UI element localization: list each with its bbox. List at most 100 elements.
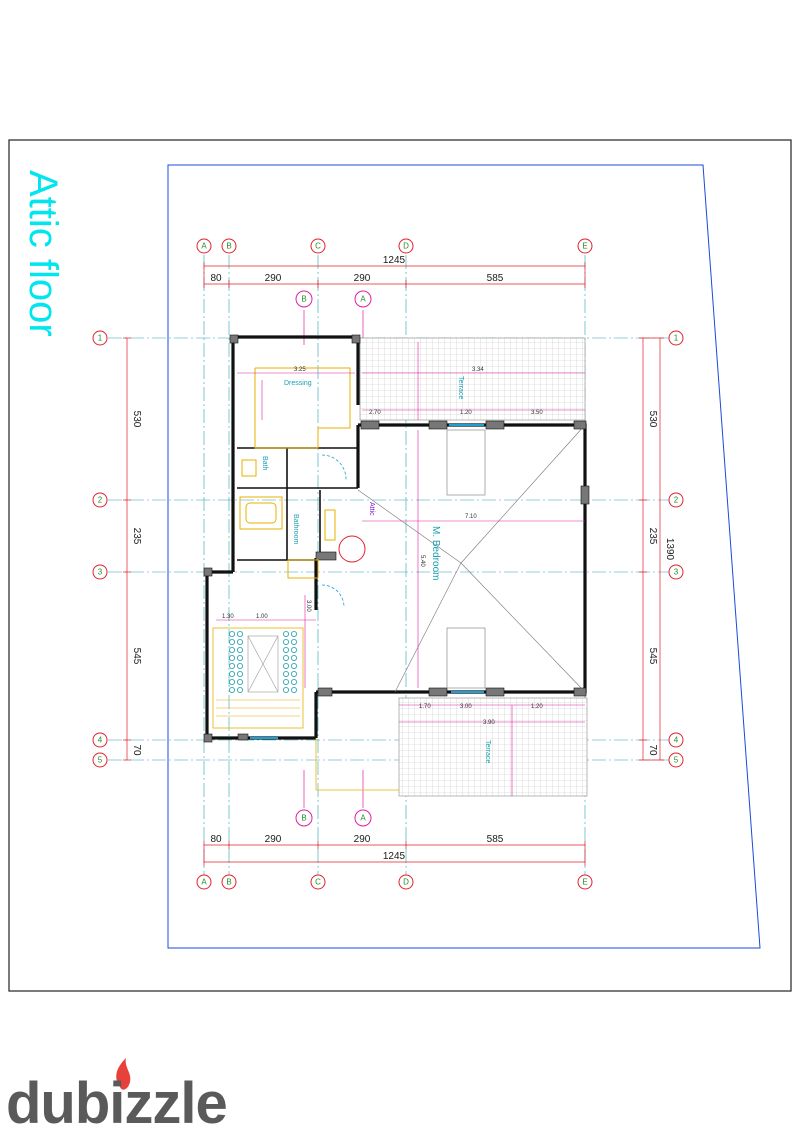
dim-top-4: 585: [487, 273, 504, 284]
grid-bubble-1-right: 1: [668, 330, 684, 346]
inner-dim-3: 7.10: [465, 514, 477, 520]
grid-bubble-3-right: 3: [668, 564, 684, 580]
stair-tread-marker: [290, 679, 297, 686]
section-mark-B-bottom: B: [295, 809, 313, 827]
stair-tread-marker: [236, 679, 243, 686]
svg-text:4: 4: [674, 736, 679, 745]
stair-tread-marker: [236, 663, 243, 670]
grid-bubble-3-left: 3: [92, 564, 108, 580]
brand-flame-icon: [116, 1058, 131, 1090]
stair-tread-marker: [228, 631, 235, 638]
room-label-attic: Attic: [368, 502, 375, 516]
stair-tread-marker: [282, 663, 289, 670]
dim-left-2: 235: [131, 528, 142, 545]
dim-top-2: 290: [265, 273, 282, 284]
dim-total-top: 1245: [383, 255, 406, 266]
stair-tread-marker: [228, 639, 235, 646]
room-label-dressing: Dressing: [284, 380, 312, 387]
inner-dim-11: 1.00: [256, 614, 268, 620]
grid-bubble-4-left: 4: [92, 732, 108, 748]
grid-bubble-5-left: 5: [92, 752, 108, 768]
grid-bubble-C-bottom: C: [310, 874, 326, 890]
grid-bubble-B-top: B: [221, 238, 237, 254]
svg-text:B: B: [226, 242, 231, 251]
stair-tread-marker: [282, 671, 289, 678]
stair-tread-marker: [282, 647, 289, 654]
dim-total-right: 1390: [664, 538, 675, 561]
dim-right-1: 530: [647, 411, 658, 428]
grid-bubble-4-right: 4: [668, 732, 684, 748]
stair-tread-marker: [236, 639, 243, 646]
svg-text:1: 1: [98, 334, 103, 343]
stair-tread-marker: [228, 671, 235, 678]
stair-tread-marker: [236, 671, 243, 678]
svg-text:B: B: [301, 295, 306, 304]
section-mark-A-bottom: A: [354, 809, 372, 827]
inner-dim-9: 1.20: [531, 704, 543, 710]
columns: [203, 334, 590, 743]
section-mark-B-top: B: [295, 290, 313, 308]
svg-text:3: 3: [674, 568, 679, 577]
stair-tread-marker: [236, 631, 243, 638]
stair-tread-marker: [282, 631, 289, 638]
dim-bottom-2: 290: [265, 834, 282, 845]
stair-tread-marker: [282, 679, 289, 686]
stair-tread-marker: [236, 687, 243, 694]
stair-tread-marker: [290, 687, 297, 694]
interior-dim-lines: [216, 342, 585, 796]
dim-right-2: 235: [647, 528, 658, 545]
svg-text:A: A: [360, 814, 366, 823]
inner-dim-1: 3.25: [294, 367, 306, 373]
door-swings: [321, 454, 347, 608]
stair-tread-marker: [282, 655, 289, 662]
svg-text:3: 3: [98, 568, 103, 577]
inner-dim-2: 3.34: [472, 367, 484, 373]
dim-bottom-1: 80: [210, 834, 222, 845]
room-label-bath: Bath: [261, 456, 268, 471]
stair-tread-marker: [290, 655, 297, 662]
svg-text:5: 5: [98, 756, 103, 765]
stair-tread-marker: [228, 647, 235, 654]
room-label-bathroom: Bathroom: [292, 514, 299, 545]
grid-bubble-E-bottom: E: [577, 874, 593, 890]
grid-bubble-2-right: 2: [668, 492, 684, 508]
dim-chain-right: [639, 337, 664, 761]
dim-right-4: 70: [647, 744, 658, 756]
room-label-m-bedroom: M. Bedroom: [430, 526, 441, 580]
dim-chain-left: [123, 337, 131, 761]
dim-top-1: 80: [210, 273, 222, 284]
svg-text:B: B: [301, 814, 306, 823]
stair-tread-marker: [228, 663, 235, 670]
dim-left-3: 545: [131, 648, 142, 665]
grid-bubbles-right: 1 2 3 4 5: [668, 330, 684, 768]
inner-dim-8: 3.90: [483, 720, 495, 726]
stair-tread-marker: [228, 655, 235, 662]
stair-tread-marker: [228, 679, 235, 686]
room-label-terrace-top: Terrace: [457, 376, 464, 399]
terrace-top-area: [359, 337, 586, 421]
stair-tread-marker: [290, 663, 297, 670]
svg-text:A: A: [360, 295, 366, 304]
grid-bubbles-left: 1 2 3 4 5: [92, 330, 108, 768]
svg-text:5: 5: [674, 756, 679, 765]
inner-dim-7: 1.70: [419, 704, 431, 710]
grid-bubble-2-left: 2: [92, 492, 108, 508]
sheet-frame: [8, 139, 792, 992]
grid-bubble-1-left: 1: [92, 330, 108, 346]
dim-top-3: 290: [354, 273, 371, 284]
dim-left-4: 70: [131, 744, 142, 756]
dim-bottom-3: 290: [354, 834, 371, 845]
inner-dim-10: 1.30: [222, 614, 234, 620]
dim-chain-bottom: [203, 841, 586, 866]
inner-dim-13: 3.00: [460, 704, 472, 710]
stair-treads: [228, 631, 297, 694]
section-mark-A-top: A: [354, 290, 372, 308]
dim-chain-top: [203, 262, 586, 288]
sheet-title: Attic floor: [21, 170, 65, 337]
yellow-guides: [315, 738, 399, 791]
bath-fixtures: [239, 459, 336, 579]
svg-text:A: A: [201, 878, 207, 887]
inner-dim-14: 3.00: [305, 600, 311, 612]
grid-bubble-A-top: A: [196, 238, 212, 254]
stair-tread-marker: [228, 687, 235, 694]
